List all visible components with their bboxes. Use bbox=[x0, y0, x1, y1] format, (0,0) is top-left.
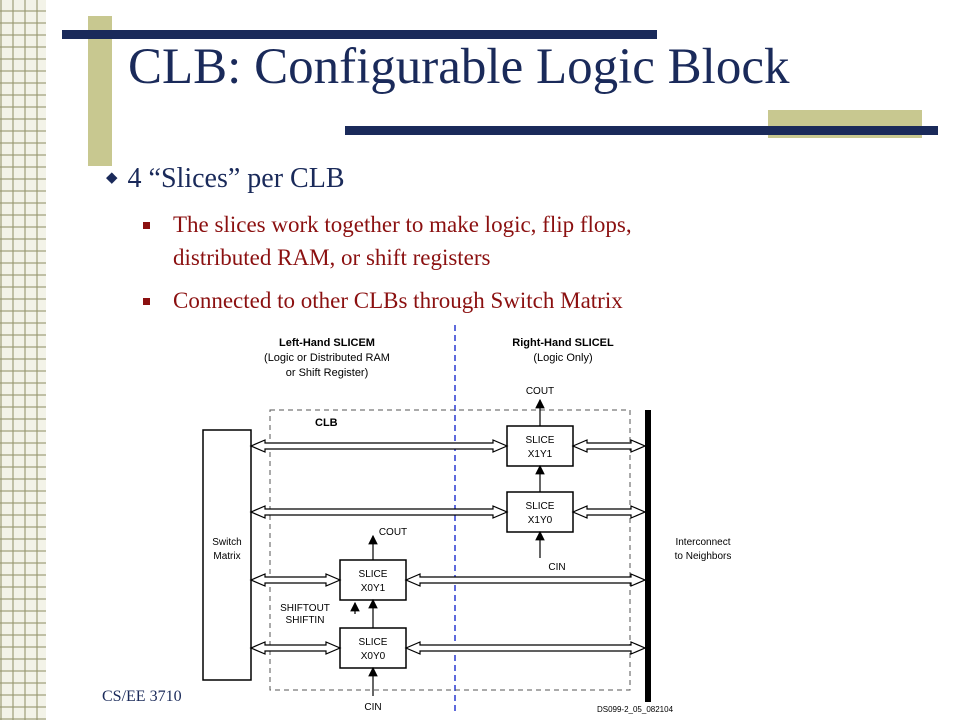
right-header-line2: (Logic Only) bbox=[533, 352, 592, 364]
footer-text: CS/EE 3710 bbox=[102, 688, 182, 705]
subbullet-text-line1: The slices work together to make logic, … bbox=[173, 212, 632, 237]
bullet-text: 4 “Slices” per CLB bbox=[127, 163, 345, 194]
right-header-line1: Right-Hand SLICEL bbox=[512, 337, 614, 349]
interconnect-label-line1: Interconnect bbox=[675, 537, 730, 548]
slice-label: SLICE bbox=[526, 435, 555, 446]
slice-label: SLICE bbox=[526, 501, 555, 512]
switch-matrix-box bbox=[202, 429, 252, 681]
interconnect-label-line2: to Neighbors bbox=[675, 551, 732, 562]
cout-label-top: COUT bbox=[526, 386, 554, 397]
slice-id: X0Y0 bbox=[361, 651, 386, 662]
slice-label: SLICE bbox=[359, 637, 388, 648]
slice-x1y0: SLICE X1Y0 bbox=[506, 491, 574, 533]
carry-chain bbox=[350, 398, 545, 696]
diamond-bullet-icon: ◆ bbox=[106, 170, 118, 186]
left-header-line3: or Shift Register) bbox=[286, 367, 369, 379]
cin-label-bottom: CIN bbox=[364, 702, 381, 713]
slice-x1y1: SLICE X1Y1 bbox=[506, 425, 574, 467]
shiftout-label: SHIFTOUT bbox=[280, 603, 330, 614]
left-header-line2: (Logic or Distributed RAM bbox=[264, 352, 390, 364]
woven-side-border bbox=[0, 0, 46, 720]
slide-title: CLB: Configurable Logic Block bbox=[128, 39, 790, 95]
cout-label-left: COUT bbox=[379, 527, 407, 538]
diagram-code: DS099-2_05_082104 bbox=[597, 705, 674, 714]
clb-label: CLB bbox=[315, 417, 338, 429]
switch-matrix-label-line1: Switch bbox=[212, 537, 241, 548]
slice-id: X0Y1 bbox=[361, 583, 386, 594]
slice-x0y0: SLICE X0Y0 bbox=[339, 627, 407, 669]
deco-bottom-bar bbox=[345, 126, 938, 135]
left-header-line1: Left-Hand SLICEM bbox=[279, 337, 375, 349]
bullet-slices: ◆ 4 “Slices” per CLB bbox=[106, 163, 345, 195]
square-bullet-icon bbox=[143, 298, 150, 305]
slice-id: X1Y0 bbox=[528, 515, 553, 526]
slice-label: SLICE bbox=[359, 569, 388, 580]
shiftin-label: SHIFTIN bbox=[286, 615, 325, 626]
subbullet-text-line2: distributed RAM, or shift registers bbox=[173, 245, 491, 270]
clb-diagram: Left-Hand SLICEM (Logic or Distributed R… bbox=[185, 320, 760, 720]
cin-label-right: CIN bbox=[548, 562, 565, 573]
deco-top-bar bbox=[62, 30, 657, 39]
clb-boundary bbox=[269, 409, 631, 691]
subbullet-text: Connected to other CLBs through Switch M… bbox=[173, 288, 623, 313]
slice-id: X1Y1 bbox=[528, 449, 553, 460]
switch-matrix-label-line2: Matrix bbox=[213, 551, 240, 562]
bus-arrows bbox=[249, 439, 647, 655]
deco-vertical-block bbox=[88, 16, 112, 166]
interconnect-bar bbox=[645, 410, 651, 702]
slice-x0y1: SLICE X0Y1 bbox=[339, 559, 407, 601]
square-bullet-icon bbox=[143, 222, 150, 229]
